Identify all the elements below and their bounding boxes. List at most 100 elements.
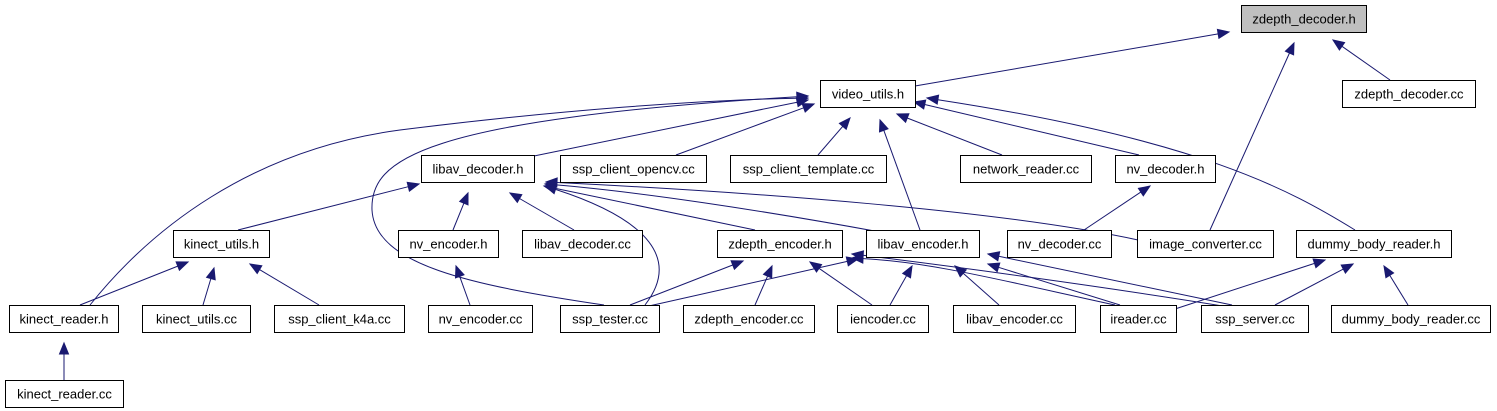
node-box	[866, 230, 980, 258]
node-label: video_utils.h	[832, 87, 904, 102]
node-label: libav_encoder.h	[877, 237, 968, 252]
node-libav-encoder-h[interactable]: libav_encoder.h	[866, 230, 980, 258]
edge-line	[883, 130, 921, 231]
edge-nv_encoder_h-to-libav_decoder_h	[452, 191, 469, 231]
node-dummy-body-reader-cc[interactable]: dummy_body_reader.cc	[1331, 305, 1491, 333]
edge-line	[519, 198, 575, 231]
edge-arrowhead	[912, 99, 927, 110]
edge-line	[1209, 52, 1290, 231]
node-label: nv_encoder.cc	[439, 312, 523, 327]
node-ssp-tester-cc[interactable]: ssp_tester.cc	[560, 305, 660, 333]
node-box	[5, 380, 124, 408]
edge-line	[817, 125, 844, 156]
node-video-utils-h[interactable]: video_utils.h	[820, 80, 916, 108]
edge-line	[1174, 262, 1315, 310]
node-nv-encoder-cc[interactable]: nv_encoder.cc	[428, 305, 533, 333]
node-libav-encoder-cc[interactable]: libav_encoder.cc	[953, 305, 1076, 333]
node-ssp-server-cc[interactable]: ssp_server.cc	[1201, 305, 1309, 333]
edge-arrowhead	[838, 116, 851, 131]
edge-iencoder_cc-to-zdepth_encoder_h	[808, 261, 873, 306]
node-kinect-reader-cc[interactable]: kinect_reader.cc	[5, 380, 124, 408]
node-zdepth-encoder-cc[interactable]: zdepth_encoder.cc	[683, 305, 815, 333]
node-box	[960, 155, 1092, 183]
edge-arrowhead	[248, 263, 263, 275]
edge-ssp_client_opencv_cc-to-video_utils_h	[675, 103, 816, 156]
edge-arrowhead	[986, 262, 1001, 273]
node-dummy-body-reader-h[interactable]: dummy_body_reader.h	[1296, 230, 1452, 258]
node-label: ssp_client_template.cc	[743, 162, 875, 177]
node-libav-decoder-h[interactable]: libav_decoder.h	[421, 155, 535, 183]
edge-video_utils_h-to-zdepth_decoder_h	[914, 28, 1231, 87]
edge-libav_decoder_cc-to-libav_decoder_h	[508, 192, 575, 231]
edge-line	[452, 203, 465, 231]
node-label: kinect_utils.h	[184, 237, 259, 252]
node-ssp-client-opencv-cc[interactable]: ssp_client_opencv.cc	[560, 155, 707, 183]
edge-iencoder_cc-to-libav_encoder_h	[889, 264, 913, 306]
node-label: libav_decoder.cc	[534, 237, 631, 252]
edges-layer	[58, 28, 1409, 380]
edge-line	[754, 275, 769, 306]
node-label: libav_encoder.cc	[966, 312, 1063, 327]
node-label: zdepth_encoder.cc	[694, 312, 804, 327]
edge-line	[862, 258, 1116, 306]
edge-line	[862, 254, 1236, 309]
edge-line	[371, 96, 798, 306]
edge-ssp_server_cc-to-dummy_body_reader_h	[1274, 263, 1355, 306]
node-iencoder-cc[interactable]: iencoder.cc	[837, 305, 929, 333]
node-label: ssp_client_k4a.cc	[288, 312, 391, 327]
node-box	[1342, 80, 1476, 108]
node-label: zdepth_decoder.h	[1252, 12, 1355, 27]
edge-line	[924, 104, 1140, 156]
edge-line	[79, 265, 178, 306]
edge-arrowhead	[1331, 39, 1346, 51]
node-zdepth-decoder-cc[interactable]: zdepth_decoder.cc	[1342, 80, 1476, 108]
edge-line	[675, 107, 804, 156]
edge-kinect_utils_h-to-libav_decoder_h	[237, 181, 421, 231]
edge-line	[459, 276, 471, 306]
edge-arrowhead	[878, 118, 889, 133]
node-ssp-client-k4a-cc[interactable]: ssp_client_k4a.cc	[274, 305, 405, 333]
edge-image_converter_cc-to-zdepth_decoder_h	[1209, 41, 1295, 231]
node-kinect-utils-cc[interactable]: kinect_utils.cc	[142, 305, 251, 333]
edge-line	[202, 278, 212, 306]
edge-zdepth_encoder_cc-to-zdepth_encoder_h	[754, 264, 773, 306]
edge-ssp_tester_cc-to-libav_decoder_h	[543, 184, 660, 306]
node-ireader-cc[interactable]: ireader.cc	[1100, 305, 1177, 333]
node-label: kinect_utils.cc	[156, 312, 237, 327]
edge-line	[639, 260, 848, 309]
node-nv-encoder-h[interactable]: nv_encoder.h	[398, 230, 499, 258]
edge-arrowhead	[543, 184, 558, 195]
edge-line	[1341, 45, 1391, 81]
edge-line	[1083, 191, 1142, 231]
node-box	[522, 230, 643, 258]
edge-arrowhead	[845, 256, 860, 267]
node-label: zdepth_decoder.cc	[1354, 87, 1464, 102]
edge-line	[998, 266, 1121, 306]
edge-kinect_reader_cc-to-kinect_reader_h	[58, 341, 70, 380]
node-label: ssp_client_opencv.cc	[572, 162, 695, 177]
node-nv-decoder-h[interactable]: nv_decoder.h	[1115, 155, 1216, 183]
node-zdepth-encoder-h[interactable]: zdepth_encoder.h	[717, 230, 843, 258]
node-box	[820, 80, 916, 108]
node-network-reader-cc[interactable]: network_reader.cc	[960, 155, 1092, 183]
node-libav-decoder-cc[interactable]: libav_decoder.cc	[522, 230, 643, 258]
node-ssp-client-template-cc[interactable]: ssp_client_template.cc	[730, 155, 887, 183]
node-nv-decoder-cc[interactable]: nv_decoder.cc	[1007, 230, 1112, 258]
node-kinect-reader-h[interactable]: kinect_reader.h	[9, 305, 119, 333]
node-label: dummy_body_reader.cc	[1342, 312, 1481, 327]
edge-ssp_tester_cc-to-zdepth_encoder_h	[629, 260, 745, 306]
node-box	[173, 230, 270, 258]
node-box	[274, 305, 405, 333]
node-box	[1100, 305, 1177, 333]
node-image-converter-cc[interactable]: image_converter.cc	[1137, 230, 1274, 258]
node-box	[421, 155, 535, 183]
edge-line	[818, 267, 873, 306]
edge-arrowhead	[796, 91, 810, 102]
node-label: ssp_server.cc	[1215, 312, 1295, 327]
edge-line	[237, 186, 409, 231]
node-label: zdepth_encoder.h	[728, 237, 831, 252]
edge-arrowhead	[808, 261, 823, 273]
node-label: kinect_reader.cc	[17, 387, 112, 402]
node-kinect-utils-h[interactable]: kinect_utils.h	[173, 230, 270, 258]
edge-arrowhead	[895, 113, 910, 124]
